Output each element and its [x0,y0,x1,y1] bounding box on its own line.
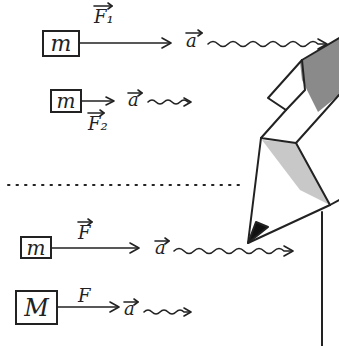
dotted-divider [8,184,240,186]
force-symbol: F [78,224,91,242]
acceleration-wave [148,98,191,106]
mass-symbol: m [27,238,46,258]
pencil-drawing [248,38,339,346]
acceleration-wave [144,308,191,316]
acceleration-symbol: a [155,239,166,257]
force-arrow [82,97,114,105]
mass-box: m [20,236,52,259]
force-symbol: F₂ [88,115,108,133]
mass-box: m [42,30,80,57]
mass-symbol: M [24,296,49,320]
mass-box: M [15,290,58,325]
acceleration-symbol: a [124,300,135,318]
mass-box: m [50,89,82,113]
force-symbol: F [78,287,91,305]
force-arrow [80,38,171,48]
acceleration-wave [208,39,327,49]
acceleration-wave [174,246,293,256]
acceleration-symbol: a [186,32,197,50]
acceleration-symbol: a [128,91,139,109]
mass-symbol: m [57,91,76,111]
mass-symbol: m [51,33,72,55]
force-symbol: F₁ [94,8,114,26]
force-arrow [52,243,139,253]
